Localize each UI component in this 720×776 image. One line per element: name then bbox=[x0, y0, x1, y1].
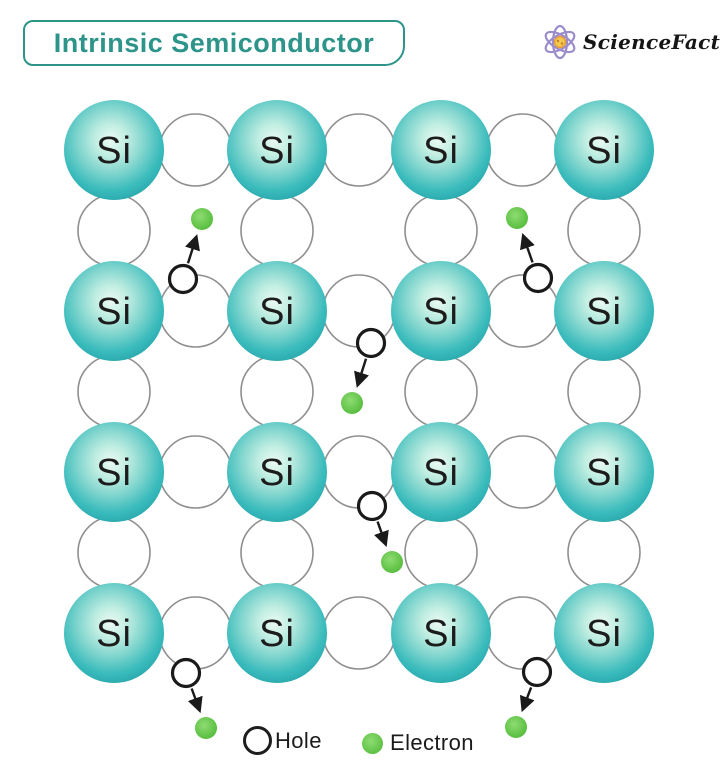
bond-circle bbox=[567, 193, 641, 268]
electron-jump-arrow bbox=[520, 232, 535, 263]
bond-circle bbox=[77, 515, 151, 590]
bond-circle bbox=[77, 193, 151, 268]
atom-flower-icon bbox=[544, 24, 576, 60]
electron-jump-arrow bbox=[354, 358, 369, 388]
si-atom: Si bbox=[391, 100, 491, 200]
si-atom-label: Si bbox=[259, 613, 295, 655]
bond-circle bbox=[322, 113, 396, 187]
si-atom: Si bbox=[227, 422, 327, 522]
electron-jump-arrow bbox=[519, 686, 535, 713]
hole bbox=[170, 657, 202, 689]
si-atom-label: Si bbox=[423, 613, 459, 655]
bond-circle bbox=[485, 113, 560, 187]
si-atom: Si bbox=[554, 583, 654, 683]
si-atom-label: Si bbox=[259, 291, 295, 333]
bond-circle bbox=[322, 596, 396, 670]
electron bbox=[381, 551, 403, 573]
bond-circle bbox=[404, 354, 478, 429]
si-atom-label: Si bbox=[259, 452, 295, 494]
bond-circle bbox=[240, 193, 314, 268]
bond-circle bbox=[77, 354, 151, 429]
si-atom: Si bbox=[554, 422, 654, 522]
si-atom: Si bbox=[391, 422, 491, 522]
si-atom-label: Si bbox=[586, 291, 622, 333]
bond-circle bbox=[485, 596, 560, 670]
si-atom-label: Si bbox=[586, 452, 622, 494]
hole bbox=[522, 262, 554, 294]
si-atom-label: Si bbox=[586, 613, 622, 655]
legend-electron: Electron bbox=[362, 730, 474, 756]
electron-jump-arrow bbox=[374, 521, 389, 548]
bond-circle bbox=[567, 515, 641, 590]
bond-circle bbox=[567, 354, 641, 429]
hole bbox=[355, 327, 387, 359]
si-atom-label: Si bbox=[586, 130, 622, 172]
title-box: Intrinsic Semiconductor bbox=[23, 20, 405, 66]
bond-circle bbox=[404, 193, 478, 268]
si-atom: Si bbox=[227, 100, 327, 200]
legend-hole: Hole bbox=[243, 726, 322, 755]
bond-circle bbox=[240, 515, 314, 590]
si-atom-label: Si bbox=[96, 130, 132, 172]
page-title: Intrinsic Semiconductor bbox=[53, 27, 375, 58]
bond-circle bbox=[158, 596, 233, 670]
bond-circle bbox=[485, 435, 560, 509]
electron-jump-arrow bbox=[185, 234, 200, 264]
electron bbox=[506, 207, 528, 229]
si-atom: Si bbox=[391, 583, 491, 683]
bond-circle bbox=[240, 354, 314, 429]
si-atom-label: Si bbox=[423, 130, 459, 172]
brand-logo: ScienceFacts .net bbox=[541, 22, 720, 62]
hole bbox=[167, 263, 199, 295]
electron bbox=[341, 392, 363, 414]
si-atom: Si bbox=[64, 100, 164, 200]
legend-electron-label: Electron bbox=[390, 730, 474, 755]
si-atom: Si bbox=[554, 261, 654, 361]
si-atom-label: Si bbox=[259, 130, 295, 172]
si-atom: Si bbox=[391, 261, 491, 361]
si-atom-label: Si bbox=[96, 452, 132, 494]
electron bbox=[195, 717, 217, 739]
electron-icon bbox=[362, 732, 383, 754]
bond-circle bbox=[158, 435, 233, 509]
hole bbox=[521, 656, 553, 688]
si-atom: Si bbox=[64, 422, 164, 522]
si-atom: Si bbox=[227, 261, 327, 361]
si-atom-label: Si bbox=[423, 452, 459, 494]
si-atom: Si bbox=[64, 583, 164, 683]
si-atom-label: Si bbox=[423, 291, 459, 333]
electron-jump-arrow bbox=[187, 688, 203, 714]
brand-name: ScienceFacts bbox=[583, 30, 720, 54]
si-atom: Si bbox=[554, 100, 654, 200]
si-atom-label: Si bbox=[96, 613, 132, 655]
hole-icon bbox=[243, 726, 272, 755]
bond-circle bbox=[158, 113, 233, 187]
bond-circle bbox=[404, 515, 478, 590]
legend-hole-label: Hole bbox=[275, 727, 322, 753]
si-atom: Si bbox=[227, 583, 327, 683]
si-atom-label: Si bbox=[96, 291, 132, 333]
si-atom: Si bbox=[64, 261, 164, 361]
hole bbox=[356, 490, 388, 522]
electron bbox=[505, 716, 527, 738]
electron bbox=[191, 208, 213, 230]
